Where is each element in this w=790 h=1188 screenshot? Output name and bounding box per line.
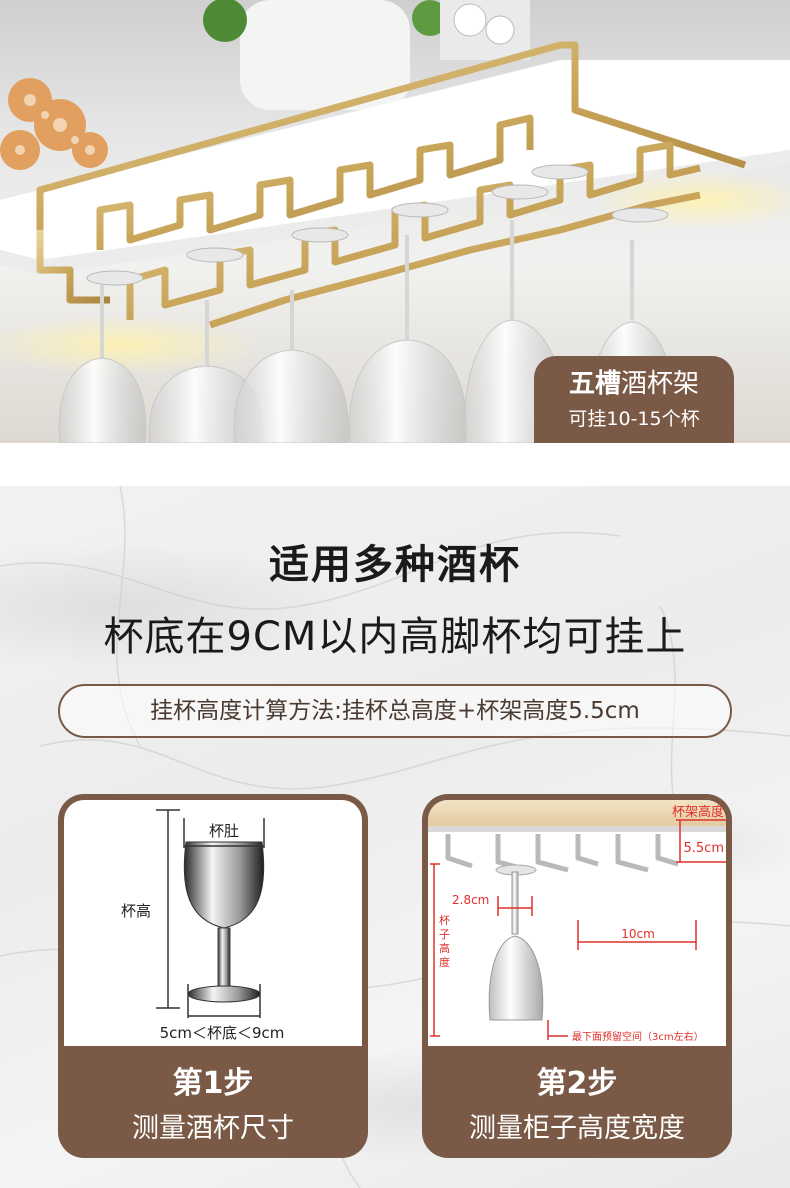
step2-title: 第2步	[536, 1066, 618, 1101]
cup-height-char-4: 度	[439, 955, 450, 969]
step1-photo: 杯肚 杯高 5cm＜杯底＜9cm	[64, 800, 362, 1046]
bowl-label: 杯肚	[209, 822, 239, 840]
cabinet-measure-diagram: 杯架高度 5.5cm 2.8cm 10cm 杯 子 高 度 最下面预留空间（3c…	[428, 800, 726, 1043]
hero-badge-subtitle: 可挂10-15个杯	[568, 408, 700, 430]
rack-height-value: 5.5cm	[684, 841, 725, 856]
gap-label: 2.8cm	[452, 893, 489, 907]
step1-card: 杯肚 杯高 5cm＜杯底＜9cm 第1步 测量酒杯尺寸	[58, 794, 368, 1158]
hero-badge-bold: 五槽	[568, 369, 621, 399]
hero-badge-rest: 酒杯架	[621, 369, 700, 399]
hero-badge-title: 五槽酒杯架	[534, 368, 734, 400]
step1-desc: 测量酒杯尺寸	[132, 1113, 294, 1144]
compat-title: 适用多种酒杯	[269, 542, 521, 588]
step2-card: 杯架高度 5.5cm 2.8cm 10cm 杯 子 高 度 最下面预留空间（3c…	[422, 794, 732, 1158]
height-label: 杯高	[121, 902, 151, 920]
cup-height-char-3: 高	[439, 941, 450, 955]
hero-badge: 五槽酒杯架 可挂10-15个杯	[534, 356, 734, 443]
hero-illustration	[0, 0, 790, 443]
bottom-space-label: 最下面预留空间（3cm左右）	[572, 1030, 704, 1043]
slot-width-label: 10cm	[621, 927, 655, 941]
compat-subtitle: 杯底在9CM以内高脚杯均可挂上	[103, 614, 687, 660]
step1-title: 第1步	[172, 1066, 254, 1101]
step2-desc: 测量柜子高度宽度	[469, 1113, 685, 1144]
rack-height-label: 杯架高度	[672, 804, 724, 820]
height-formula: 挂杯高度计算方法:挂杯总高度+杯架高度5.5cm	[58, 684, 732, 738]
cup-height-char-1: 杯	[439, 913, 450, 927]
wine-glass-diagram: 杯肚 杯高 5cm＜杯底＜9cm	[121, 809, 285, 1042]
hero-banner: 五槽酒杯架 可挂10-15个杯	[0, 0, 790, 443]
base-label: 5cm＜杯底＜9cm	[160, 1024, 285, 1042]
cup-height-char-2: 子	[439, 928, 450, 941]
step2-photo: 杯架高度 5.5cm 2.8cm 10cm 杯 子 高 度 最下面预留空间（3c…	[428, 800, 726, 1046]
